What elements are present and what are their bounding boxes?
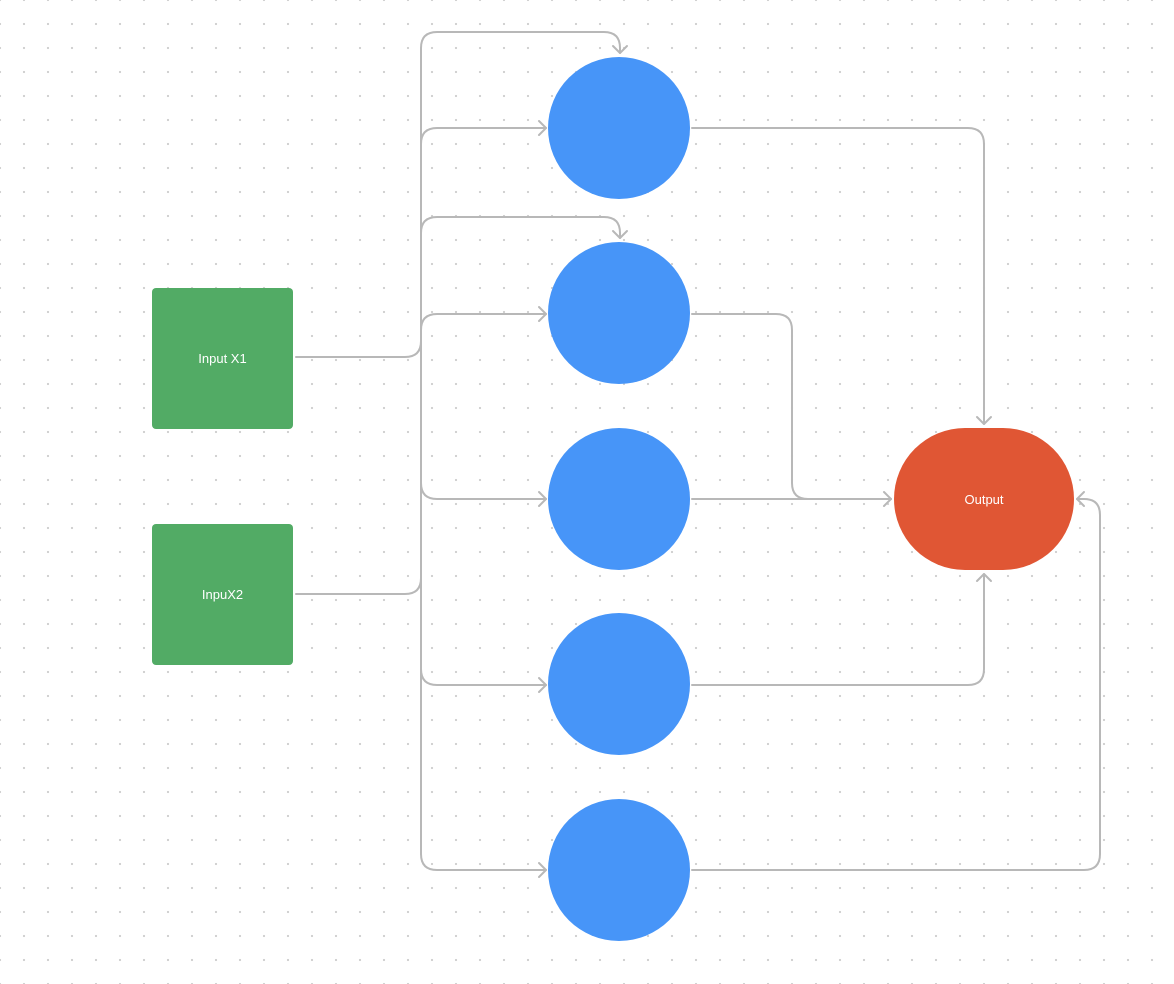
arrowhead-hidden-4-left: [538, 677, 547, 693]
input-x2-node[interactable]: InpuX2: [152, 524, 293, 665]
connector-to-hidden-5-left: [420, 853, 547, 871]
connector-to-hidden-1-top: [420, 31, 621, 54]
input-x2-label: InpuX2: [201, 587, 244, 602]
connector-to-hidden-2-left: [420, 313, 547, 331]
connector-to-hidden-1-left: [420, 127, 547, 145]
hidden-node-4[interactable]: [548, 613, 690, 755]
connector-trunk-input-x2: [295, 577, 422, 595]
input-x1-node[interactable]: Input X1: [152, 288, 293, 429]
connector-hidden-1-to-output: [691, 127, 985, 425]
connector-to-hidden-2-top: [420, 216, 621, 239]
connector-hidden-4-to-output: [691, 573, 985, 686]
hidden-node-5[interactable]: [548, 799, 690, 941]
arrowhead-output-bottom: [976, 573, 992, 582]
arrowhead-hidden-2-top: [612, 230, 628, 239]
output-node[interactable]: Output: [894, 428, 1074, 570]
connector-to-hidden-4-left: [420, 668, 547, 686]
output-node-label: Output: [964, 491, 1004, 507]
input-x1-label: Input X1: [198, 351, 247, 366]
arrowhead-hidden-1-left: [538, 120, 547, 136]
hidden-node-3[interactable]: [548, 428, 690, 570]
hidden-node-1[interactable]: [548, 57, 690, 199]
connector-to-hidden-3-left: [420, 482, 547, 500]
arrowhead-hidden-5-left: [538, 862, 547, 878]
connector-trunk-input-x1: [295, 340, 422, 358]
arrowhead-output-top: [976, 416, 992, 425]
arrowhead-hidden-2-left: [538, 306, 547, 322]
arrowhead-hidden-3-left: [538, 491, 547, 507]
arrowhead-output-right: [1076, 491, 1085, 507]
arrowhead-hidden-1-top: [612, 45, 628, 54]
arrowhead-output-left: [883, 491, 892, 507]
connector-hidden-5-to-output: [691, 498, 1101, 871]
hidden-node-2[interactable]: [548, 242, 690, 384]
connector-hidden-2-to-output: [691, 313, 892, 500]
